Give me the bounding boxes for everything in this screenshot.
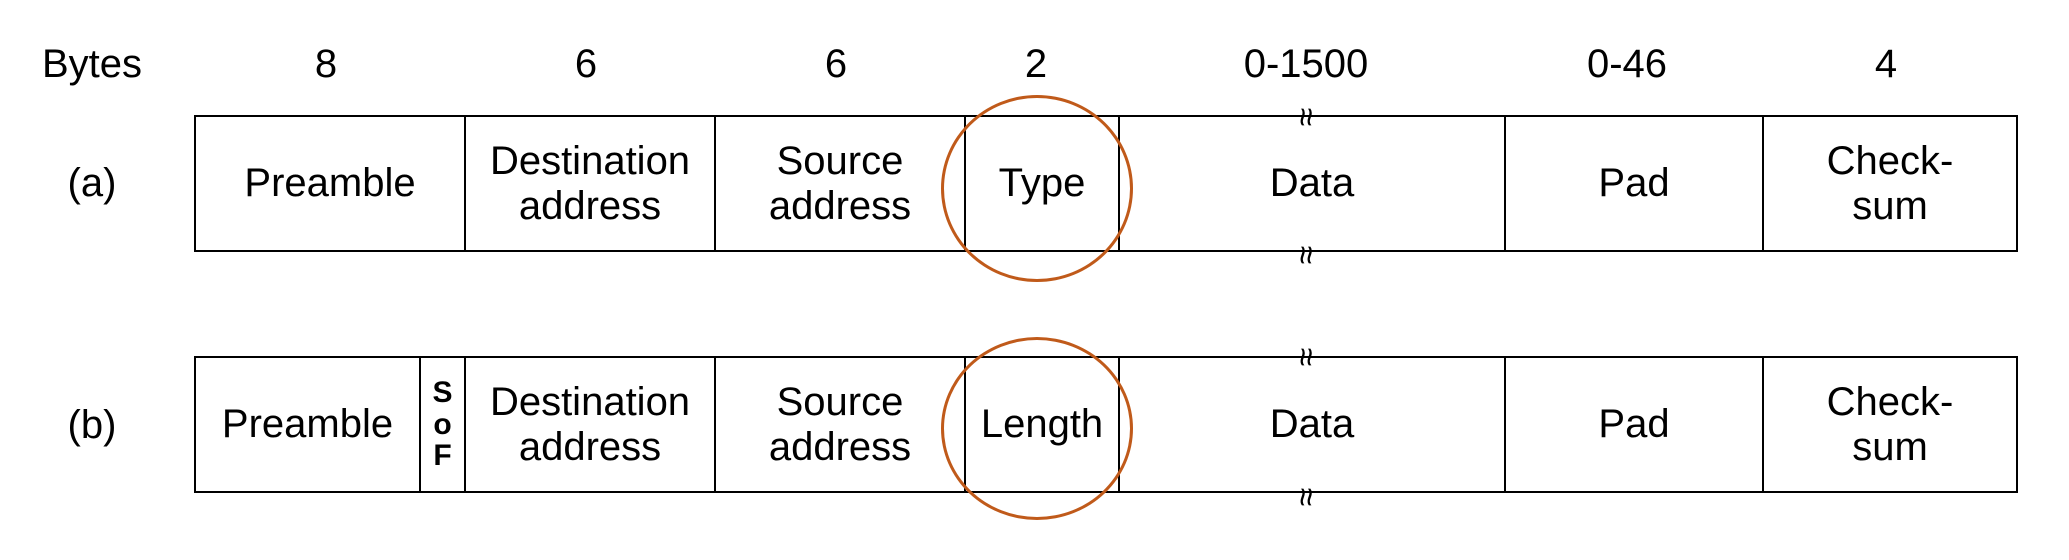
- size-type: 2: [1024, 42, 1048, 86]
- frame-a-checksum-line1: Check-: [1826, 138, 1954, 183]
- size-pad: 0-46: [1586, 42, 1668, 86]
- frame-a-label: (a): [67, 161, 117, 205]
- break-mark-a-top: ≈: [1287, 107, 1325, 127]
- frame-b-sof: S o F: [421, 358, 466, 491]
- size-source: 6: [824, 42, 848, 86]
- frame-b-source-line2: address: [768, 424, 912, 469]
- length-highlight-circle: [941, 337, 1133, 520]
- size-destination: 6: [574, 42, 598, 86]
- frame-b-destination: Destination address: [466, 358, 716, 491]
- frame-b-label: (b): [67, 403, 117, 447]
- frame-a-source-line1: Source: [776, 138, 904, 183]
- frame-b-sof-s: S: [432, 376, 453, 410]
- frame-b-source-line1: Source: [776, 379, 904, 424]
- type-highlight-circle: [941, 95, 1133, 282]
- frame-a-source: Source address: [716, 117, 966, 250]
- frame-a-destination-line2: address: [518, 183, 662, 228]
- frame-b-pad-text: Pad: [1598, 402, 1670, 447]
- frame-b-preamble: Preamble: [196, 358, 421, 491]
- frame-b-checksum-line1: Check-: [1826, 379, 1954, 424]
- frame-a-pad: Pad: [1506, 117, 1764, 250]
- frame-a-checksum: Check- sum: [1764, 117, 2016, 250]
- frame-a-destination-line1: Destination: [489, 138, 691, 183]
- frame-a-destination: Destination address: [466, 117, 716, 250]
- frame-b-source: Source address: [716, 358, 966, 491]
- frame-a-preamble: Preamble: [196, 117, 466, 250]
- break-mark-b-top: ≈: [1287, 347, 1325, 367]
- size-checksum: 4: [1874, 42, 1898, 86]
- size-preamble: 8: [314, 42, 338, 86]
- frame-a-data-text: Data: [1269, 161, 1355, 206]
- frame-a-data: Data: [1120, 117, 1506, 250]
- frame-a-source-line2: address: [768, 183, 912, 228]
- frame-b-checksum-line2: sum: [1852, 424, 1928, 469]
- frame-b-preamble-text: Preamble: [221, 402, 394, 447]
- frame-b-pad: Pad: [1506, 358, 1764, 491]
- frame-a-checksum-line2: sum: [1852, 183, 1928, 228]
- break-mark-b-bottom: ≈: [1287, 487, 1325, 507]
- size-data: 0-1500: [1243, 42, 1369, 86]
- frame-b-data-text: Data: [1269, 402, 1355, 447]
- frame-a-preamble-text: Preamble: [244, 161, 416, 206]
- break-mark-a-bottom: ≈: [1287, 245, 1325, 265]
- frame-a-pad-text: Pad: [1598, 161, 1670, 206]
- frame-b-destination-line2: address: [518, 424, 662, 469]
- frame-b-sof-o: o: [433, 407, 452, 441]
- bytes-label: Bytes: [41, 42, 143, 86]
- frame-b-data: Data: [1120, 358, 1506, 491]
- frame-b-sof-f: F: [433, 439, 452, 473]
- frame-b-checksum: Check- sum: [1764, 358, 2016, 491]
- frame-b-destination-line1: Destination: [489, 379, 691, 424]
